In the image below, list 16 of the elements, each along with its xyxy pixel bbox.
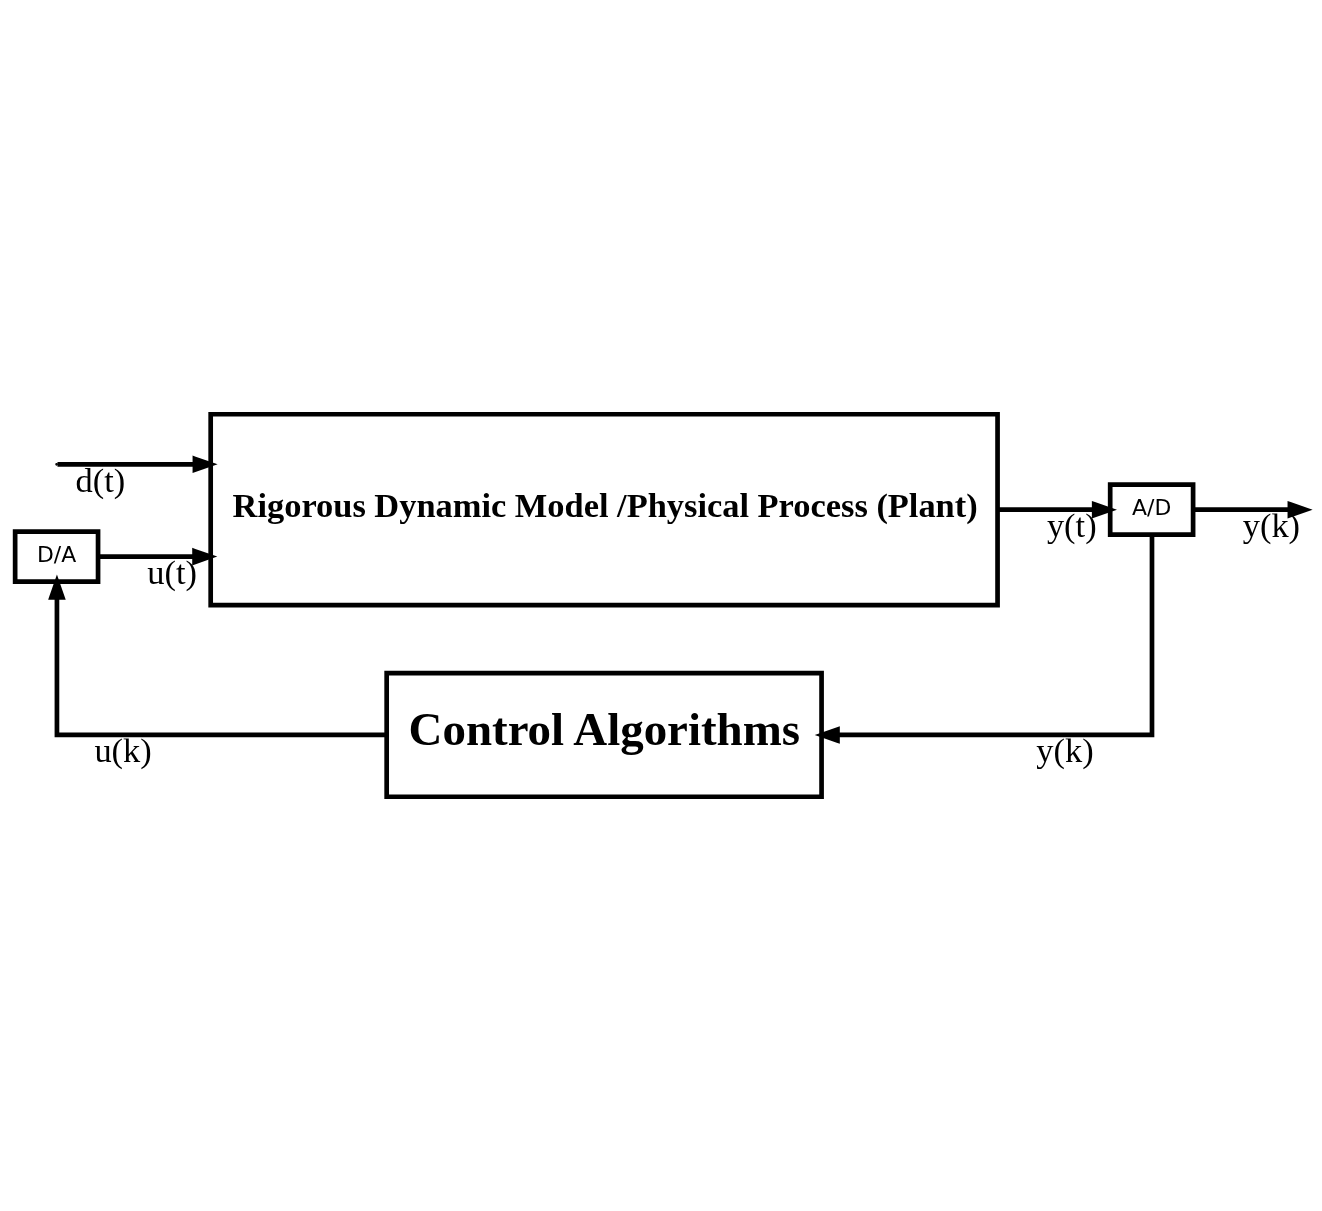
edge-label: y(k) bbox=[1242, 506, 1301, 545]
node-box: D/A bbox=[12, 529, 101, 584]
edge-label: y(t) bbox=[1046, 506, 1097, 545]
edge-label: y(k) bbox=[1036, 731, 1094, 770]
node-box: A/D bbox=[1107, 482, 1196, 538]
edge-label: u(k) bbox=[94, 731, 152, 770]
edge-label: d(t) bbox=[75, 460, 126, 499]
arrow bbox=[48, 574, 387, 738]
arrow bbox=[814, 535, 1155, 744]
node-box: Rigorous Dynamic Model /Physical Process (Plant) bbox=[208, 411, 1000, 608]
arrow bbox=[98, 547, 218, 566]
arrow bbox=[997, 500, 1117, 519]
arrow bbox=[1193, 500, 1313, 519]
arrow bbox=[57, 455, 218, 474]
edge-label: u(t) bbox=[147, 553, 198, 592]
node-box: Control Algorithms bbox=[384, 670, 824, 800]
